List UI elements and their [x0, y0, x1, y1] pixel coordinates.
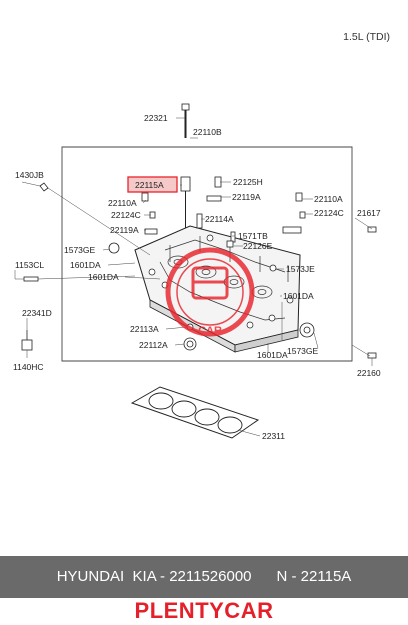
label-1430JB: 1430JB [15, 170, 44, 180]
label-1601DA-a: 1601DA [70, 260, 101, 270]
assembly-frame [61, 146, 353, 362]
label-22119A-right: 22119A [232, 192, 261, 202]
label-1601DA-d: 1601DA [257, 350, 288, 360]
label-22110B: 22110B [193, 127, 222, 137]
label-22321: 22321 [144, 113, 168, 123]
engine-variant-label: 1.5L (TDI) [343, 31, 390, 43]
label-22124C-right: 22124C [314, 208, 344, 218]
label-22341D: 22341D [22, 308, 52, 318]
label-1601DA-b: 1601DA [88, 272, 119, 282]
label-1140HC: 1140HC [13, 362, 44, 372]
part-number-footer: HYUNDAI KIA - 2211526000 N - 22115A [0, 556, 408, 598]
label-1573JE: 1573JE [286, 264, 315, 274]
label-22126E: 22126E [243, 241, 273, 251]
label-22160: 22160 [357, 368, 381, 378]
label-22311: 22311 [262, 431, 285, 441]
label-21617: 21617 [357, 208, 381, 218]
exploded-parts-diagram: CAR 22321 22110B 1430JB 22115A 22125H 22… [13, 103, 381, 441]
label-22119A-left: 22119A [110, 225, 139, 235]
label-22110A-right: 22110A [314, 194, 343, 204]
part-number-labels: 22321 22110B 1430JB 22115A 22125H 22119A… [13, 113, 381, 441]
brand-name: PLENTYCAR [134, 598, 274, 623]
label-1571TB: 1571TB [238, 231, 268, 241]
label-22113A: 22113A [130, 324, 159, 334]
label-1573GE-left: 1573GE [64, 245, 96, 255]
head-gasket-22311 [130, 386, 260, 439]
watermark-text: CAR [198, 325, 222, 337]
long-bolt-22321 [181, 103, 190, 138]
dowel-pin-22115A [180, 176, 191, 228]
watermark-stamp: CAR [165, 247, 255, 337]
label-22125H: 22125H [233, 177, 263, 187]
label-22112A: 22112A [139, 340, 168, 350]
highlight-box-22115A [127, 176, 178, 193]
valve-components [141, 176, 306, 248]
label-22124C-left: 22124C [111, 210, 141, 220]
label-1153CL: 1153CL [15, 260, 44, 270]
label-22115A: 22115A [135, 180, 164, 190]
leader-lines [14, 117, 373, 437]
label-1601DA-c: 1601DA [283, 291, 314, 301]
label-22114A: 22114A [205, 214, 234, 224]
label-22110A-left: 22110A [108, 198, 137, 208]
label-1573GE-right: 1573GE [287, 346, 319, 356]
